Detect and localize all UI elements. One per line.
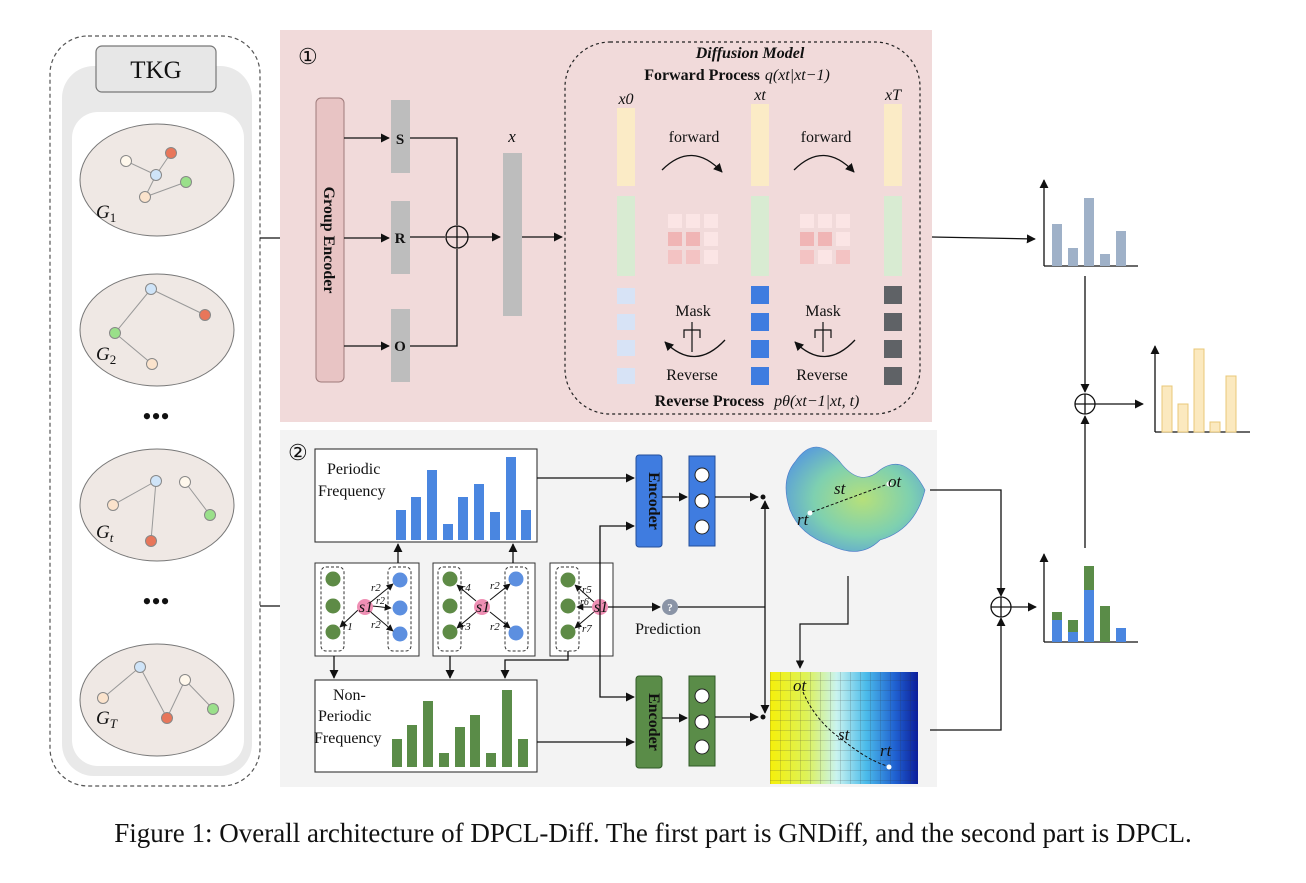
xt-column-top xyxy=(751,104,769,186)
xT-column-mid xyxy=(884,196,902,276)
mask-label-1: Mask xyxy=(675,303,711,320)
tkg-panel: TKG G1 G2 ••• xyxy=(49,35,261,787)
graph-gt: Gt xyxy=(79,448,235,562)
rel-label: r2 xyxy=(371,582,381,594)
forward-label-2: forward xyxy=(801,129,852,146)
figure-caption: Figure 1: Overall architecture of DPCL-D… xyxy=(114,818,1192,848)
fusion-operator-top xyxy=(1074,393,1096,415)
surface-label-r: rt xyxy=(797,510,810,529)
heatmap-2d: ot st rt xyxy=(770,672,918,784)
r-label: R xyxy=(395,231,406,247)
x0-column-mid xyxy=(617,196,635,276)
x-block xyxy=(503,153,522,316)
s-label: S xyxy=(396,132,404,148)
periodic-frequency-box: Periodic Frequency xyxy=(314,448,538,543)
s-block xyxy=(391,100,410,173)
loss-surface-3d: st ot rt xyxy=(785,446,926,552)
encoder-bottom xyxy=(635,675,663,769)
subject-label-3: s1 xyxy=(594,599,608,616)
surface-label-o: ot xyxy=(888,472,903,491)
graph-gT: GT xyxy=(79,643,235,757)
rel-label: r2 xyxy=(371,619,381,631)
surface-label-s: st xyxy=(834,479,847,498)
dpcl-output-chart xyxy=(1039,553,1138,643)
subgraph-3: s1 r5 r6 r7 xyxy=(549,562,614,657)
gndiff-panel: ① Group Encoder S R O x Diffusion Model … xyxy=(280,30,932,422)
encoder-bottom-label: Encoder xyxy=(645,693,662,751)
periodic-label-2: Frequency xyxy=(318,483,386,500)
dpcl-marker: ② xyxy=(288,440,308,465)
subgraph-1: s1 r2 r2 r2 r1 xyxy=(314,562,420,657)
final-output-chart xyxy=(1150,345,1250,433)
subject-label-1: s1 xyxy=(359,599,373,616)
concat-operator xyxy=(445,225,469,249)
o-block xyxy=(391,309,410,382)
noise-grid-1 xyxy=(668,214,718,264)
graph-label-g2: G2 xyxy=(96,344,116,367)
encoder-top-label: Encoder xyxy=(645,472,662,530)
heatmap-label-o: ot xyxy=(793,676,808,695)
encoder-top xyxy=(635,454,663,548)
x0-label: x0 xyxy=(617,91,633,108)
heatmap-label-s: st xyxy=(838,725,851,744)
rel-label: r3 xyxy=(461,621,471,633)
x-label: x xyxy=(507,127,516,146)
prediction-label: Prediction xyxy=(635,621,701,638)
non-periodic-label-1: Non- xyxy=(333,687,366,704)
non-periodic-frequency-box: Non- Periodic Frequency xyxy=(314,679,538,773)
architecture-diagram: TKG G1 G2 ••• xyxy=(49,30,1250,787)
rel-label: r6 xyxy=(580,597,589,608)
forward-label-1: forward xyxy=(669,129,720,146)
xt-label: xt xyxy=(753,87,766,104)
non-periodic-label-2: Periodic xyxy=(318,708,371,725)
rel-label: r2 xyxy=(490,621,500,633)
gndiff-output-chart xyxy=(1039,179,1138,267)
gndiff-marker: ① xyxy=(298,44,318,69)
graph-g2: G2 xyxy=(79,273,235,387)
subject-label-2: s1 xyxy=(476,599,490,616)
group-encoder-block xyxy=(315,97,345,383)
r-block xyxy=(391,201,410,274)
x0-column-top xyxy=(617,108,635,186)
heatmap-label-r: rt xyxy=(880,741,893,760)
non-periodic-label-3: Frequency xyxy=(314,730,382,747)
xT-column-top xyxy=(884,104,902,186)
graph-label-gt: Gt xyxy=(96,522,114,545)
tkg-title-box xyxy=(95,45,217,93)
ellipsis-1: ••• xyxy=(142,402,169,431)
rel-label: r7 xyxy=(582,623,592,635)
diffusion-title: Diffusion Model xyxy=(695,45,805,62)
fusion-operator-bottom xyxy=(990,596,1012,618)
prediction-question: ? xyxy=(667,602,673,614)
tkg-title: TKG xyxy=(130,57,181,84)
rel-label: r2 xyxy=(376,596,385,607)
xt-column-mid xyxy=(751,196,769,276)
graph-label-g1: G1 xyxy=(96,202,116,225)
o-label: O xyxy=(394,339,406,355)
mask-label-2: Mask xyxy=(805,303,841,320)
rel-label: r4 xyxy=(461,582,471,594)
reverse-label-2: Reverse xyxy=(796,367,848,384)
dpcl-panel: ② Periodic Frequency Non- Periodic Frequ… xyxy=(280,430,937,787)
rel-label: r2 xyxy=(490,580,500,592)
graph-label-gT: GT xyxy=(96,708,118,731)
ellipsis-2: ••• xyxy=(142,587,169,616)
noise-grid-2 xyxy=(800,214,850,264)
reverse-label-1: Reverse xyxy=(666,367,718,384)
xT-label: xT xyxy=(884,87,902,104)
subgraph-2: s1 r4 r2 r3 r2 xyxy=(432,562,536,657)
rel-label: r5 xyxy=(582,584,592,596)
graph-g1: G1 xyxy=(79,123,235,237)
group-encoder-label: Group Encoder xyxy=(320,187,337,294)
rel-label: r1 xyxy=(343,621,353,633)
prediction-node xyxy=(662,599,678,615)
periodic-label-1: Periodic xyxy=(327,461,380,478)
